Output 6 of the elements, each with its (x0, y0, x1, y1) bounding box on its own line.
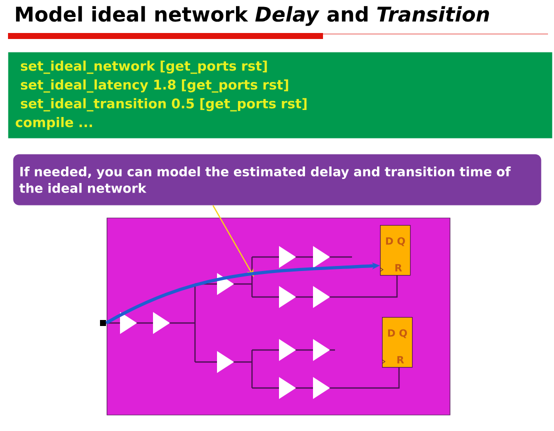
flip-flop: D Q R (380, 225, 411, 276)
code-box: set_ideal_network [get_ports rst] set_ideal_latency 1.8 [get_ports rst] set_ideal_transition 0.5 [get_ports rst] compile ... (8, 52, 552, 138)
flip-flop: D Q R (382, 317, 413, 368)
input-port (100, 320, 106, 326)
title: Model ideal network Delay and Transition (16, 6, 489, 26)
callout-box: If needed, you can model the estimated delay and transition time of the ideal network (13, 154, 542, 206)
